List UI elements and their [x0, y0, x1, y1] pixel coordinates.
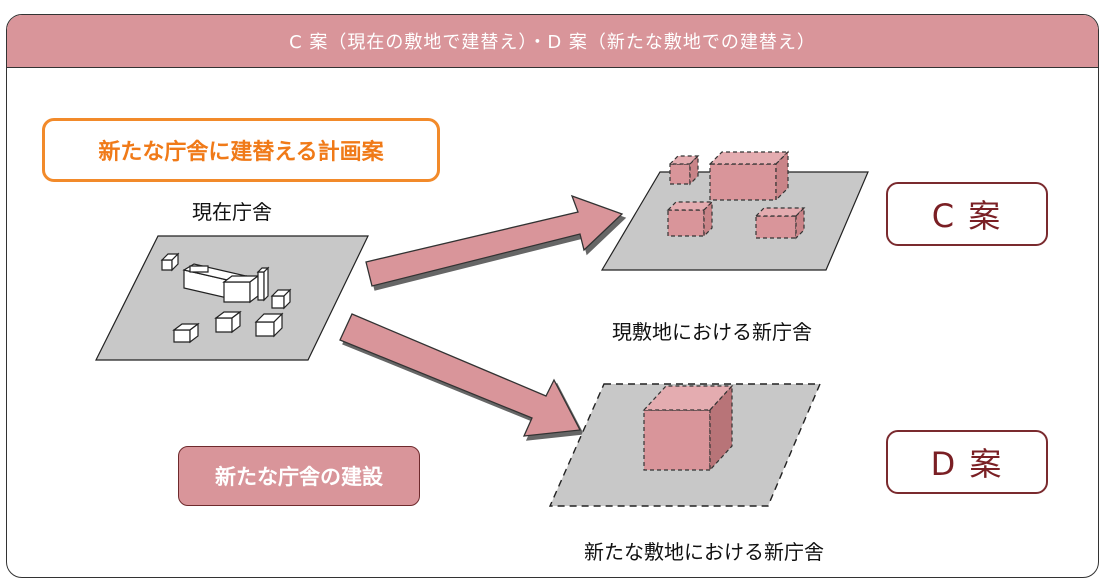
plan-label: 新たな庁舎に建替える計画案 [42, 118, 440, 182]
arrow-to-case-c [365, 194, 624, 287]
new-construction-label: 新たな庁舎の建設 [178, 446, 420, 506]
current-building-label: 現在庁舎 [192, 200, 272, 224]
case-c-caption: 現敷地における新庁舎 [612, 320, 812, 344]
current-building-cluster [160, 252, 292, 344]
case-c-badge: C 案 [886, 182, 1048, 246]
case-d-site [548, 383, 822, 507]
current-site [95, 235, 369, 361]
case-d-caption: 新たな敷地における新庁舎 [584, 540, 824, 564]
diagram-title: C 案（現在の敷地で建替え）・D 案（新たな敷地での建替え） [7, 15, 1098, 68]
arrow-to-case-d [339, 313, 582, 437]
case-d-badge: D 案 [886, 430, 1048, 494]
case-c-site [600, 150, 869, 271]
